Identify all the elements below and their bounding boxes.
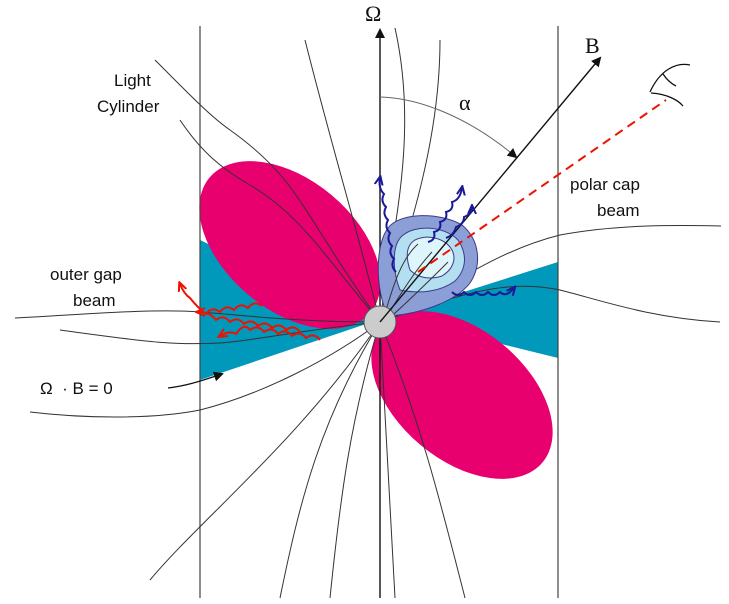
polar-cap-label-line1: polar cap [570, 175, 640, 194]
b-field-label: B [585, 33, 600, 58]
outer-gap-photon [180, 284, 263, 316]
polar-cap-photons [380, 178, 515, 295]
outer-gap-label-line1: outer gap [50, 265, 122, 284]
alpha-angle-arc [379, 96, 518, 159]
alpha-label: α [459, 90, 471, 115]
null-surface-pointer [167, 371, 224, 389]
outer-gap-photon [198, 312, 301, 333]
magnetic-field-lines [14, 27, 722, 599]
null-surface-label: Ω · B = 0 [40, 379, 113, 398]
light-cylinder-label-line2: Cylinder [97, 97, 160, 116]
polar-cap-inner-layer [406, 236, 455, 279]
magnetic-axis [379, 56, 602, 323]
line-of-sight [417, 99, 667, 273]
outer-gap-photons [180, 284, 321, 341]
outer-gap-photon [220, 325, 321, 341]
eye-icon [649, 63, 691, 107]
polar-cap-label-line2: beam [597, 201, 640, 220]
outer-gap-label-line2: beam [73, 291, 116, 310]
polar-cap-photon [427, 188, 462, 243]
polar-cap-region [377, 215, 479, 323]
polar-cap-photon [445, 207, 472, 239]
emission-lobe-upper-left [199, 161, 381, 329]
polar-cap-photon [451, 288, 514, 295]
polar-cap-photon [380, 178, 397, 273]
omega-label: Ω [365, 1, 381, 26]
emission-lobe-lower-right [371, 311, 553, 479]
light-cylinder-label-line1: Light [114, 71, 151, 90]
